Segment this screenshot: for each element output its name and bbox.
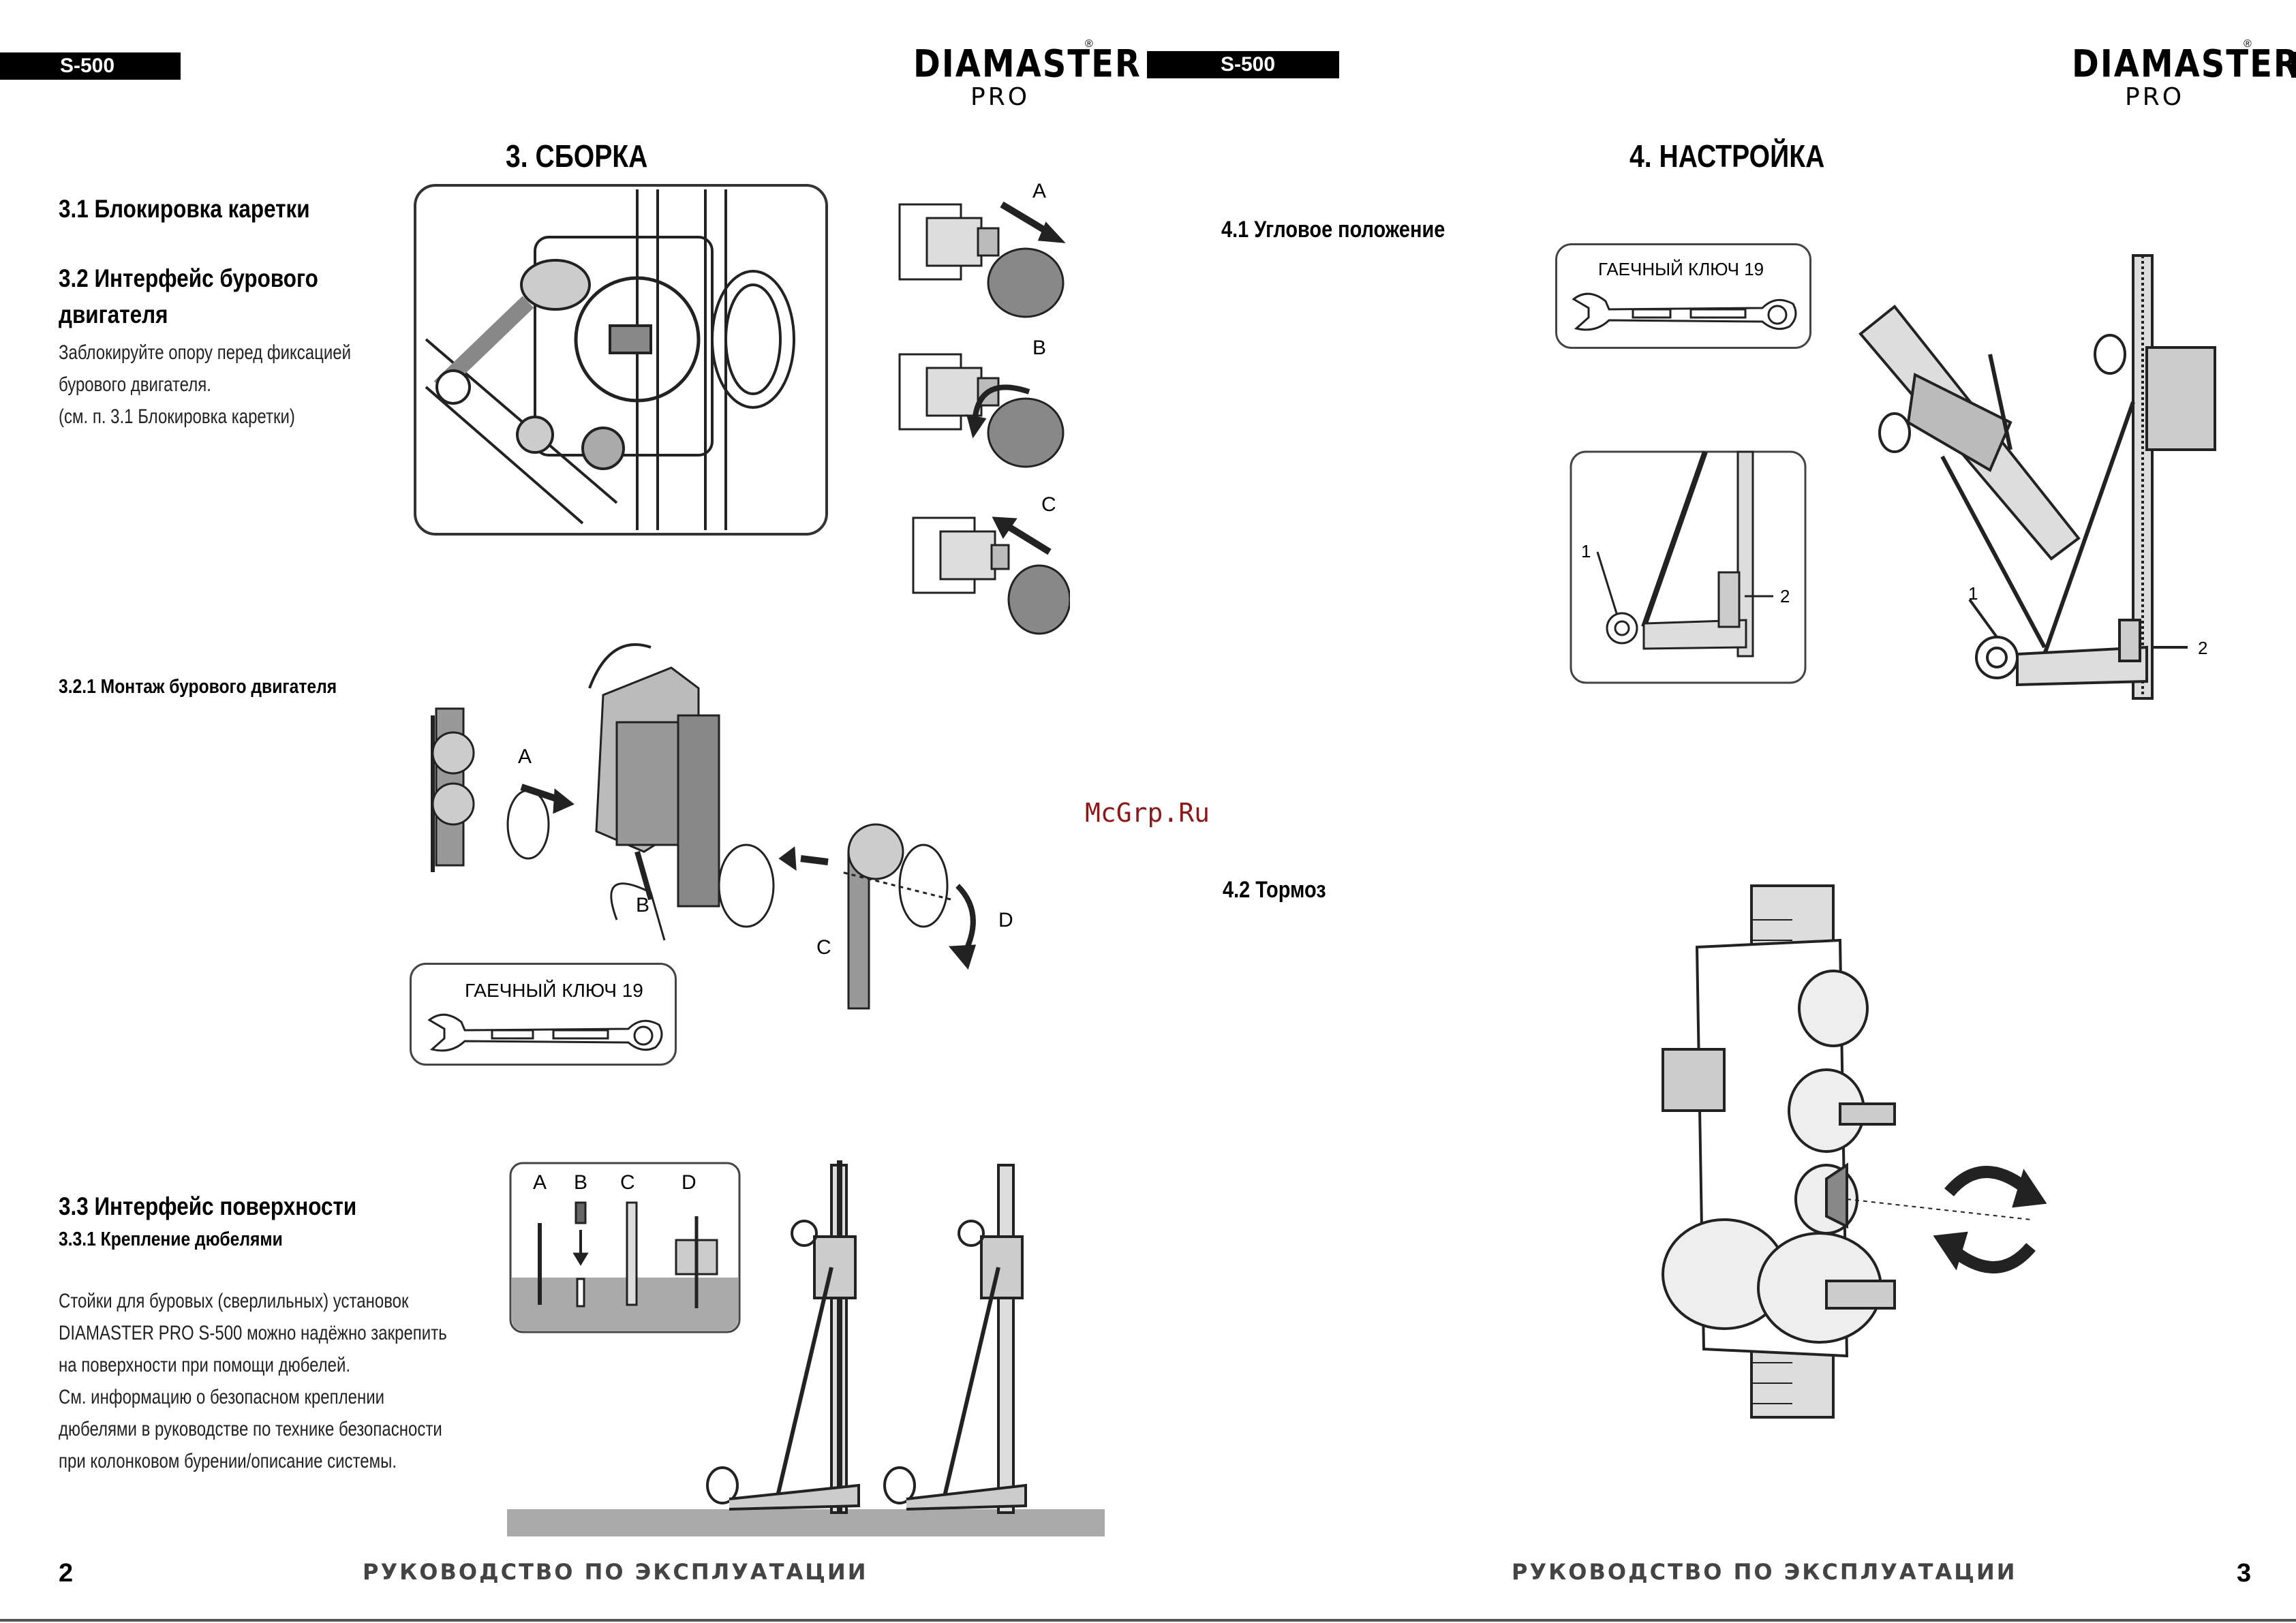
text-line: (см. п. 3.1 Блокировка каретки) xyxy=(59,405,295,428)
label-d: D xyxy=(682,1171,697,1194)
right-edge-bar xyxy=(2291,52,2296,78)
label-b: B xyxy=(574,1171,587,1194)
text-line: Заблокируйте опору перед фиксацией xyxy=(59,341,352,364)
text-line: дюбелями в руководстве по технике безопа… xyxy=(59,1418,442,1440)
left-model-tag: S-500 xyxy=(0,52,181,80)
label-c: C xyxy=(1041,493,1056,516)
wrench-box-right: ГАЕЧНЫЙ КЛЮЧ 19 xyxy=(1555,243,1811,349)
heading-3-2-1: 3.2.1 Монтаж бурового двигателя xyxy=(59,676,337,698)
label-b: B xyxy=(1032,337,1046,359)
wrench-label: ГАЕЧНЫЙ КЛЮЧ 19 xyxy=(465,980,643,1001)
wrench-icon xyxy=(1572,292,1797,331)
callout-2: 2 xyxy=(2198,638,2207,658)
figure-lock-detail-b: B xyxy=(898,337,1065,468)
figure-carriage-lock xyxy=(414,184,828,536)
section-title-assembly: 3. СБОРКА xyxy=(506,138,648,174)
logo-brand-name: DIAMASTER xyxy=(913,42,1142,87)
logo-registered-mark: ® xyxy=(2244,38,2252,50)
text-line: См. информацию о безопасном креплении xyxy=(59,1386,385,1408)
bottom-rule xyxy=(0,1619,2296,1622)
heading-3-2-line2: двигателя xyxy=(59,300,168,328)
callout-2: 2 xyxy=(1780,586,1790,606)
text-line: бурового двигателя. xyxy=(59,373,211,396)
text-3-3: Стойки для буровых (сверлильных) установ… xyxy=(59,1285,447,1477)
page-number-right: 3 xyxy=(2237,1559,2252,1588)
heading-3-2-line1: 3.2 Интерфейс бурового xyxy=(59,264,318,292)
callout-1: 1 xyxy=(1581,541,1591,561)
label-c: C xyxy=(816,936,831,959)
right-logo: DIAMASTER ® PRO xyxy=(2072,38,2296,111)
label-b: B xyxy=(636,894,649,916)
heading-3-3-1: 3.3.1 Крепление дюбелями xyxy=(59,1228,283,1250)
text-3-2: Заблокируйте опору перед фиксацией буров… xyxy=(59,337,351,433)
section-title-setup: 4. НАСТРОЙКА xyxy=(1629,138,1825,174)
heading-3-1: 3.1 Блокировка каретки xyxy=(59,195,310,223)
heading-4-2: 4.2 Тормоз xyxy=(1223,877,1326,903)
figure-angle-detail: 1 2 xyxy=(1570,450,1807,684)
label-d: D xyxy=(998,909,1013,931)
heading-3-3: 3.3 Интерфейс поверхности xyxy=(59,1192,357,1220)
logo-brand-name: DIAMASTER xyxy=(2072,42,2296,87)
figure-motor-mounting: A B C D xyxy=(431,643,1013,1010)
footer-title-right: РУКОВОДСТВО ПО ЭКСПЛУАТАЦИИ xyxy=(1512,1559,2017,1585)
footer-title-left: РУКОВОДСТВО ПО ЭКСПЛУАТАЦИИ xyxy=(363,1559,868,1585)
callout-1: 1 xyxy=(1968,583,1978,604)
left-logo: DIAMASTER ® PRO xyxy=(913,38,1142,111)
label-a: A xyxy=(533,1171,547,1194)
wrench-icon xyxy=(427,1013,663,1052)
figure-lock-detail-c: C xyxy=(912,493,1070,635)
figure-angle-stand: 1 2 xyxy=(1858,254,2216,700)
label-c: C xyxy=(620,1171,635,1194)
heading-4-1: 4.1 Угловое положение xyxy=(1221,217,1445,243)
text-line: DIAMASTER PRO S-500 можно надёжно закреп… xyxy=(59,1322,447,1344)
figure-brake xyxy=(1662,884,2047,1419)
watermark: McGrp.Ru xyxy=(1085,798,1210,828)
text-line: при колонковом бурении/описание системы. xyxy=(59,1450,397,1472)
figure-stands-on-floor xyxy=(507,1160,1105,1536)
figure-lock-detail-a: A xyxy=(898,180,1066,318)
wrench-box-left: ГАЕЧНЫЙ КЛЮЧ 19 xyxy=(410,963,677,1066)
logo-pro-label: PRO xyxy=(2125,83,2185,111)
logo-registered-mark: ® xyxy=(1085,38,1093,50)
page-number-left: 2 xyxy=(59,1559,74,1588)
figure-anchor-types: A B C D xyxy=(509,1162,741,1333)
label-a: A xyxy=(1032,180,1046,202)
logo-pro-label: PRO xyxy=(970,83,1030,111)
text-line: на поверхности при помощи дюбелей. xyxy=(59,1354,351,1376)
text-line: Стойки для буровых (сверлильных) установ… xyxy=(59,1290,409,1312)
wrench-label: ГАЕЧНЫЙ КЛЮЧ 19 xyxy=(1598,259,1764,279)
label-a: A xyxy=(518,745,532,768)
right-model-tag: S-500 xyxy=(1147,51,1339,78)
